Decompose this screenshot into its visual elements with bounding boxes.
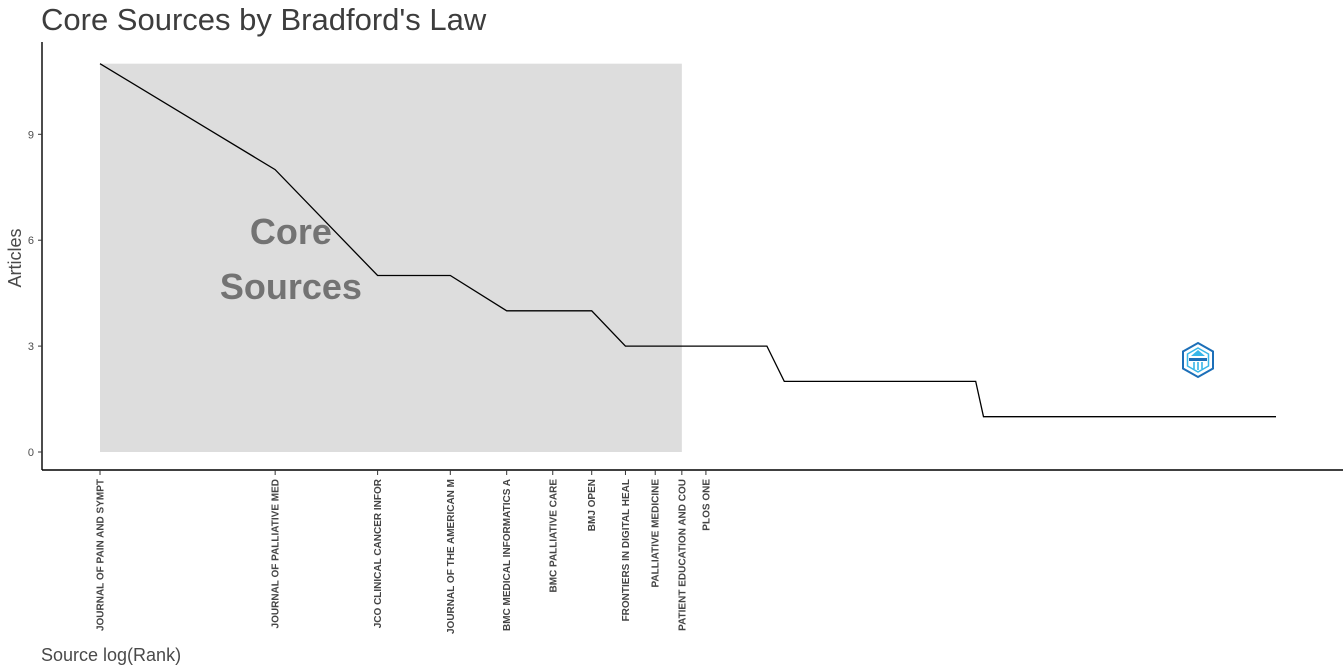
- y-tick-label: 0: [28, 447, 34, 459]
- x-category-label: JOURNAL OF PALLIATIVE MED: [271, 479, 282, 628]
- y-tick-label: 9: [28, 129, 34, 141]
- core-sources-zone: [100, 63, 682, 452]
- y-axis-title: Articles: [5, 228, 25, 287]
- x-category-label: JOURNAL OF THE AMERICAN M: [446, 479, 457, 634]
- x-category-label: JOURNAL OF PAIN AND SYMPT: [96, 479, 107, 631]
- y-axis-ticks: 0 3 6 9: [28, 129, 42, 459]
- chart-title: Core Sources by Bradford's Law: [41, 2, 487, 37]
- y-tick-label: 3: [28, 341, 34, 353]
- x-category-label: PLOS ONE: [701, 479, 712, 531]
- y-tick-label: 6: [28, 235, 34, 247]
- x-category-label: PALLIATIVE MEDICINE: [651, 479, 662, 588]
- articles-series-line: [99, 63, 1276, 418]
- x-category-label: BMC PALLIATIVE CARE: [548, 479, 559, 593]
- x-axis-ticks: JOURNAL OF PAIN AND SYMPT JOURNAL OF PALL…: [96, 470, 712, 634]
- x-category-label: FRONTIERS IN DIGITAL HEAL: [621, 479, 632, 621]
- x-category-label: BMJ OPEN: [587, 479, 598, 531]
- x-category-label: JCO CLINICAL CANCER INFOR: [373, 478, 384, 628]
- core-zone-label-line-2: Sources: [220, 266, 362, 307]
- core-zone-label-line-1: Core: [250, 211, 332, 252]
- x-category-label: PATIENT EDUCATION AND COU: [677, 479, 688, 631]
- x-axis-title: Source log(Rank): [41, 645, 181, 665]
- bibliometrix-logo-icon: [1182, 341, 1214, 379]
- x-category-label: BMC MEDICAL INFORMATICS A: [502, 479, 513, 631]
